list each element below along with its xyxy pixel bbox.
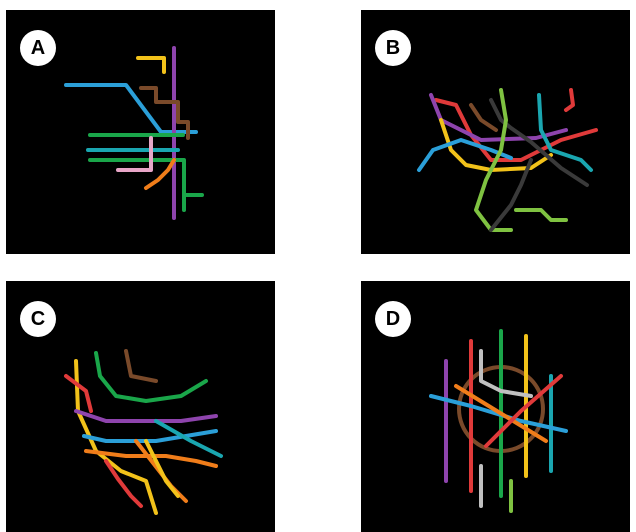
metro-map-b [417,88,598,232]
panel-label-d: D [375,301,411,337]
metro-map-d [429,329,568,513]
panel-label-c: C [20,301,56,337]
panel-label-a: A [20,30,56,66]
panel-a: A [6,10,275,254]
metro-map-c [64,349,223,515]
panel-d: D [361,281,630,532]
panel-label-b: B [375,30,411,66]
metro-map-a [64,46,204,220]
panel-b: B [361,10,630,254]
panel-c: C [6,281,275,532]
